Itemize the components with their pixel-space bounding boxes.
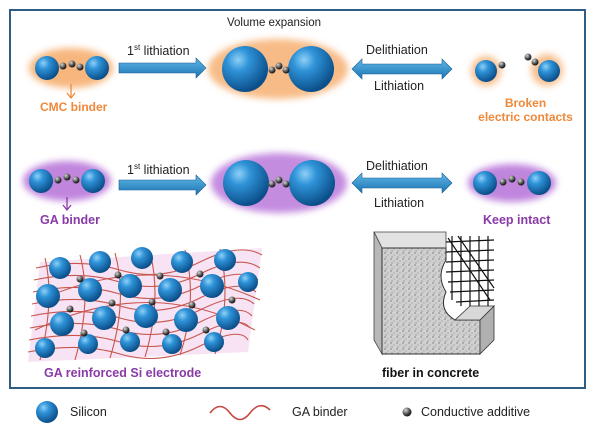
ga-initial-particles: [23, 161, 111, 201]
cmc-initial-particles: [29, 48, 113, 88]
delithiation-label-top: Delithiation: [366, 43, 428, 57]
first-lithiation-arrow-top: [118, 57, 207, 79]
legend-silicon-label: Silicon: [70, 405, 107, 419]
legend-silicon-icon: [36, 401, 58, 423]
volume-expansion-label: Volume expansion: [227, 17, 321, 29]
cmc-broken-particles: [471, 53, 563, 86]
keep-intact-label: Keep intact: [483, 213, 551, 227]
concrete-caption: fiber in concrete: [382, 366, 480, 380]
ga-reinforced-electrode-illustration: [27, 247, 263, 362]
legend-conductive-additive-icon: [402, 407, 412, 417]
cmc-expanded-particles: [208, 39, 348, 99]
legend-ga-binder-label: GA binder: [292, 405, 348, 419]
delithiation-label-bottom: Delithiation: [366, 159, 428, 173]
lithiation-label-bottom: Lithiation: [374, 196, 425, 210]
fiber-in-concrete-illustration: [373, 231, 495, 356]
electrode-caption: GA reinforced Si electrode: [44, 366, 202, 380]
broken-contacts-label: Broken electric contacts: [478, 96, 573, 124]
first-lithiation-label-top: 1st lithiation: [127, 43, 190, 59]
de-lithiation-arrow-top: [351, 58, 453, 80]
cmc-pointer-arrow: [66, 84, 76, 100]
ga-intact-particles: [468, 164, 556, 202]
figure-frame: [9, 9, 586, 389]
first-lithiation-label-bottom: 1st lithiation: [127, 162, 190, 178]
first-lithiation-arrow-bottom: [118, 174, 207, 196]
ga-binder-label: GA binder: [40, 213, 100, 227]
ga-pointer-arrow: [62, 197, 72, 212]
lithiation-label-top: Lithiation: [374, 79, 425, 93]
de-lithiation-arrow-bottom: [351, 172, 453, 194]
cmc-binder-label: CMC binder: [40, 100, 108, 114]
legend-conductive-label: Conductive additive: [421, 405, 531, 419]
legend-ga-binder-icon: [209, 404, 271, 421]
ga-expanded-particles: [211, 153, 347, 213]
